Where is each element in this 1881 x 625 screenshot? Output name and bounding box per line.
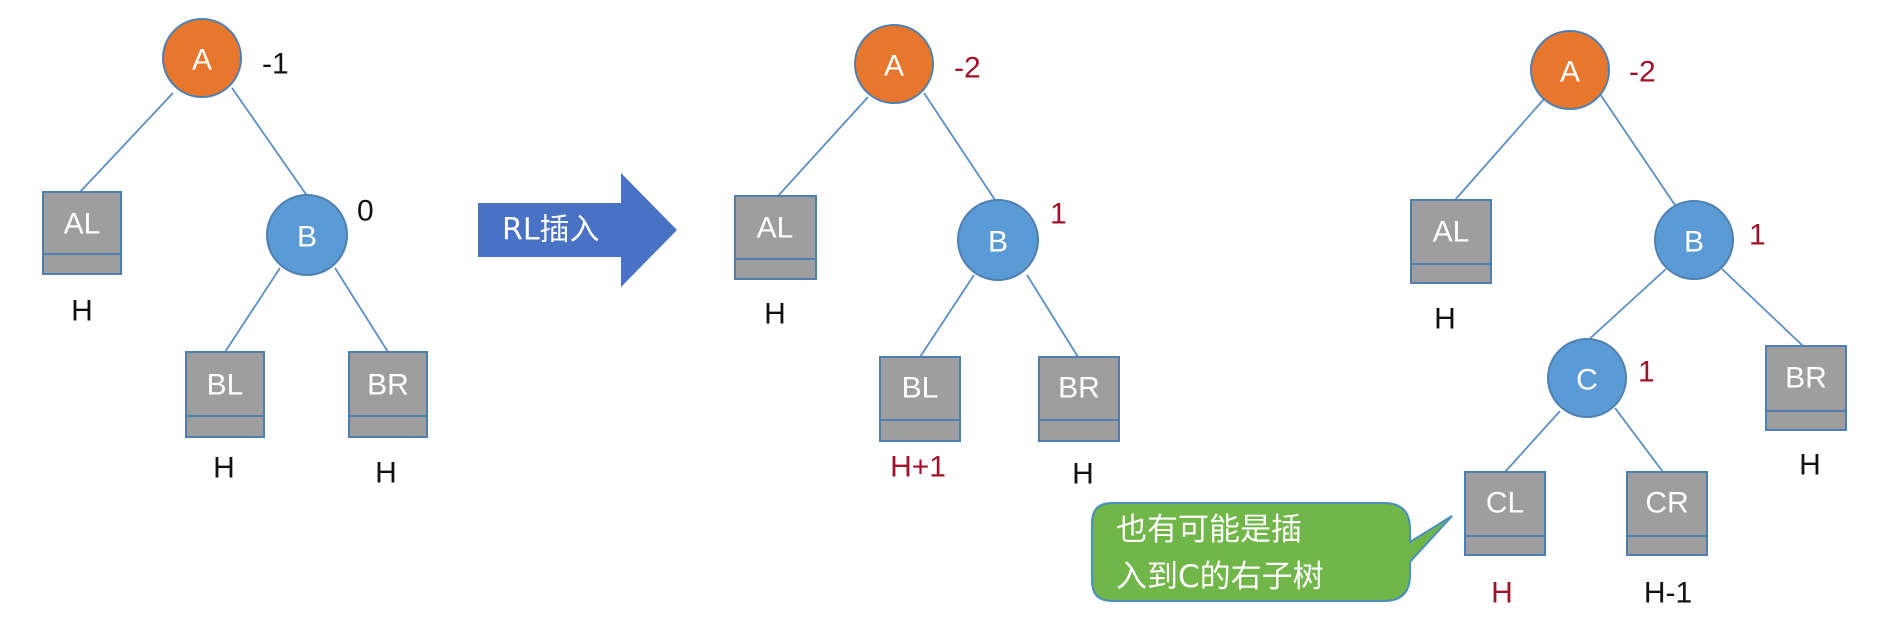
subtree-box-al: AL: [42, 191, 122, 275]
node-b: [266, 194, 348, 276]
subtree-label-al: AL: [757, 212, 794, 245]
subtree-label-bl: BL: [207, 369, 244, 402]
height-label-al: H: [71, 295, 93, 328]
subtree-box-br: BR: [1038, 356, 1120, 442]
subtree-box-al: AL: [734, 195, 817, 280]
balance-factor-b: 1: [1050, 198, 1067, 231]
rl-insert-label: RL插入: [502, 213, 600, 248]
edge-a-b: [1599, 93, 1676, 206]
height-label-bl: H: [213, 452, 235, 485]
callout-bubble: 也有可能是插 入到C的右子树: [1091, 502, 1453, 602]
node-a: [162, 18, 242, 98]
subtree-label-al: AL: [64, 208, 101, 241]
subtree-label-br: BR: [367, 369, 409, 402]
edge-b-br: [1721, 268, 1804, 347]
subtree-box-bl: BL: [879, 356, 961, 442]
height-label-br: H: [1799, 449, 1821, 482]
rl-insert-arrow: RL插入: [478, 173, 677, 287]
balance-factor-a: -2: [1629, 56, 1656, 89]
edge-b-c: [1584, 268, 1667, 344]
subtree-box-cl: CL: [1464, 471, 1546, 556]
subtree-box-br: BR: [348, 351, 428, 438]
edge-a-b-left-al: [1454, 98, 1545, 201]
height-label-al: H: [764, 298, 786, 331]
node-a-label: A: [1560, 56, 1580, 89]
edge-b-br: [1026, 274, 1079, 358]
subtree-label-bl: BL: [902, 372, 939, 405]
node-c: [1547, 338, 1627, 418]
edge-b-bl: [919, 274, 975, 358]
balance-factor-a: -2: [954, 52, 981, 85]
node-b-label: B: [988, 226, 1008, 259]
edge-a-al: [79, 92, 174, 193]
balance-factor-c: 1: [1638, 356, 1655, 389]
node-a-label: A: [884, 50, 904, 83]
edge-a-b: [231, 87, 311, 201]
tree-2: A -2 B 1 AL H BL H+1 BR H: [734, 24, 1120, 491]
subtree-label-br: BR: [1058, 372, 1100, 405]
edge-b-br: [334, 267, 389, 353]
node-a: [854, 24, 934, 104]
height-label-br: H: [1072, 458, 1094, 491]
height-label-al: H: [1434, 303, 1456, 336]
tree-3: A -2 B 1 C 1 AL H BR H CL H CR: [1410, 30, 1847, 610]
balance-factor-b: 1: [1749, 219, 1766, 252]
height-label-bl: H+1: [890, 451, 946, 484]
subtree-label-cl: CL: [1486, 487, 1524, 520]
node-b: [957, 199, 1039, 281]
subtree-box-cr: CR: [1626, 471, 1708, 556]
edge-a-b: [923, 92, 998, 204]
subtree-label-br: BR: [1785, 362, 1827, 395]
node-a: [1530, 30, 1610, 110]
balance-factor-b: 0: [357, 195, 374, 228]
height-label-cl: H: [1491, 577, 1513, 610]
callout-line-1: 也有可能是插: [1116, 512, 1302, 548]
subtree-label-al: AL: [1433, 216, 1470, 249]
edge-a-al: [777, 96, 869, 197]
tree-1: A -1 B 0 AL H BL H BR H: [42, 18, 428, 490]
edge-c-cl: [1504, 410, 1561, 473]
height-label-cr: H-1: [1644, 577, 1692, 610]
height-label-br: H: [375, 457, 397, 490]
edge-b-bl: [224, 267, 281, 353]
node-b-label: B: [297, 221, 317, 254]
subtree-box-br: BR: [1765, 345, 1847, 431]
node-b-label: B: [1684, 226, 1704, 259]
edge-c-cr: [1614, 407, 1664, 473]
node-a-label: A: [192, 44, 212, 77]
node-b: [1654, 200, 1734, 280]
callout-line-2: 入到C的右子树: [1116, 559, 1324, 595]
subtree-label-cr: CR: [1645, 487, 1688, 520]
subtree-box-bl: BL: [185, 351, 265, 438]
subtree-box-al: AL: [1410, 199, 1492, 284]
balance-factor-a: -1: [262, 48, 289, 81]
node-c-label: C: [1576, 364, 1598, 397]
